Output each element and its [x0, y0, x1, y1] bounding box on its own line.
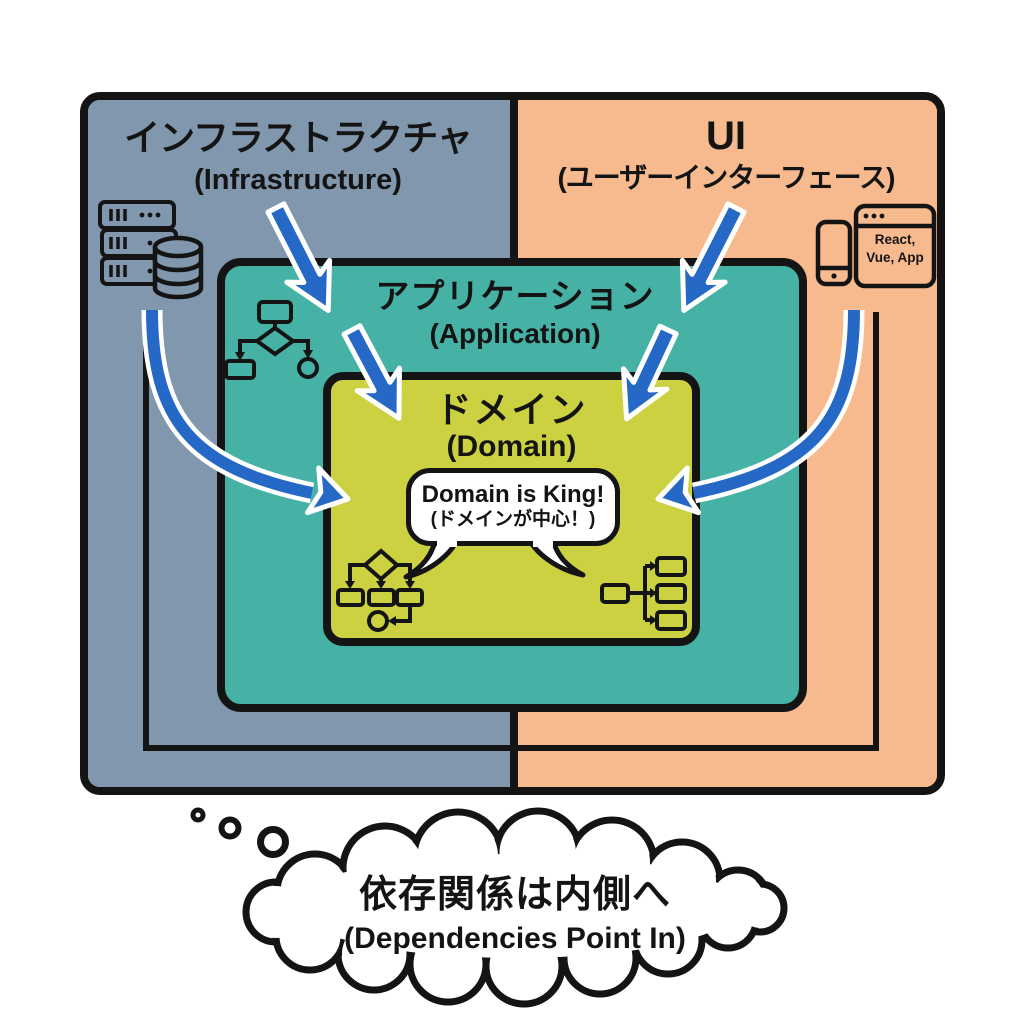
speech-bubble: Domain is King! (ドメインが中心！) — [406, 468, 620, 546]
speech-bubble-line2: (ドメインが中心！) — [430, 508, 596, 530]
domain-title: ドメイン — [435, 389, 588, 430]
cloud-line1: 依存関係は内側へ — [358, 874, 671, 916]
domain-subtitle: (Domain) — [446, 430, 577, 463]
ui-subtitle: (ユーザーインターフェース) — [557, 162, 895, 193]
application-title: アプリケーション — [375, 278, 655, 316]
thought-dots — [190, 807, 289, 858]
ui-title: UI — [706, 114, 746, 158]
application-subtitle: (Application) — [429, 318, 601, 349]
bubble-tail-gap-left — [437, 540, 457, 547]
speech-bubble-line1: Domain is King! — [421, 481, 605, 509]
bubble-tail-gap-right — [533, 540, 553, 547]
infrastructure-subtitle: (Infrastructure) — [194, 164, 402, 196]
ui-frameworks-label: React, Vue, App — [866, 232, 924, 265]
cloud-line2: (Dependencies Point In) — [344, 922, 686, 955]
infrastructure-title: インフラストラクチャ — [124, 117, 473, 158]
